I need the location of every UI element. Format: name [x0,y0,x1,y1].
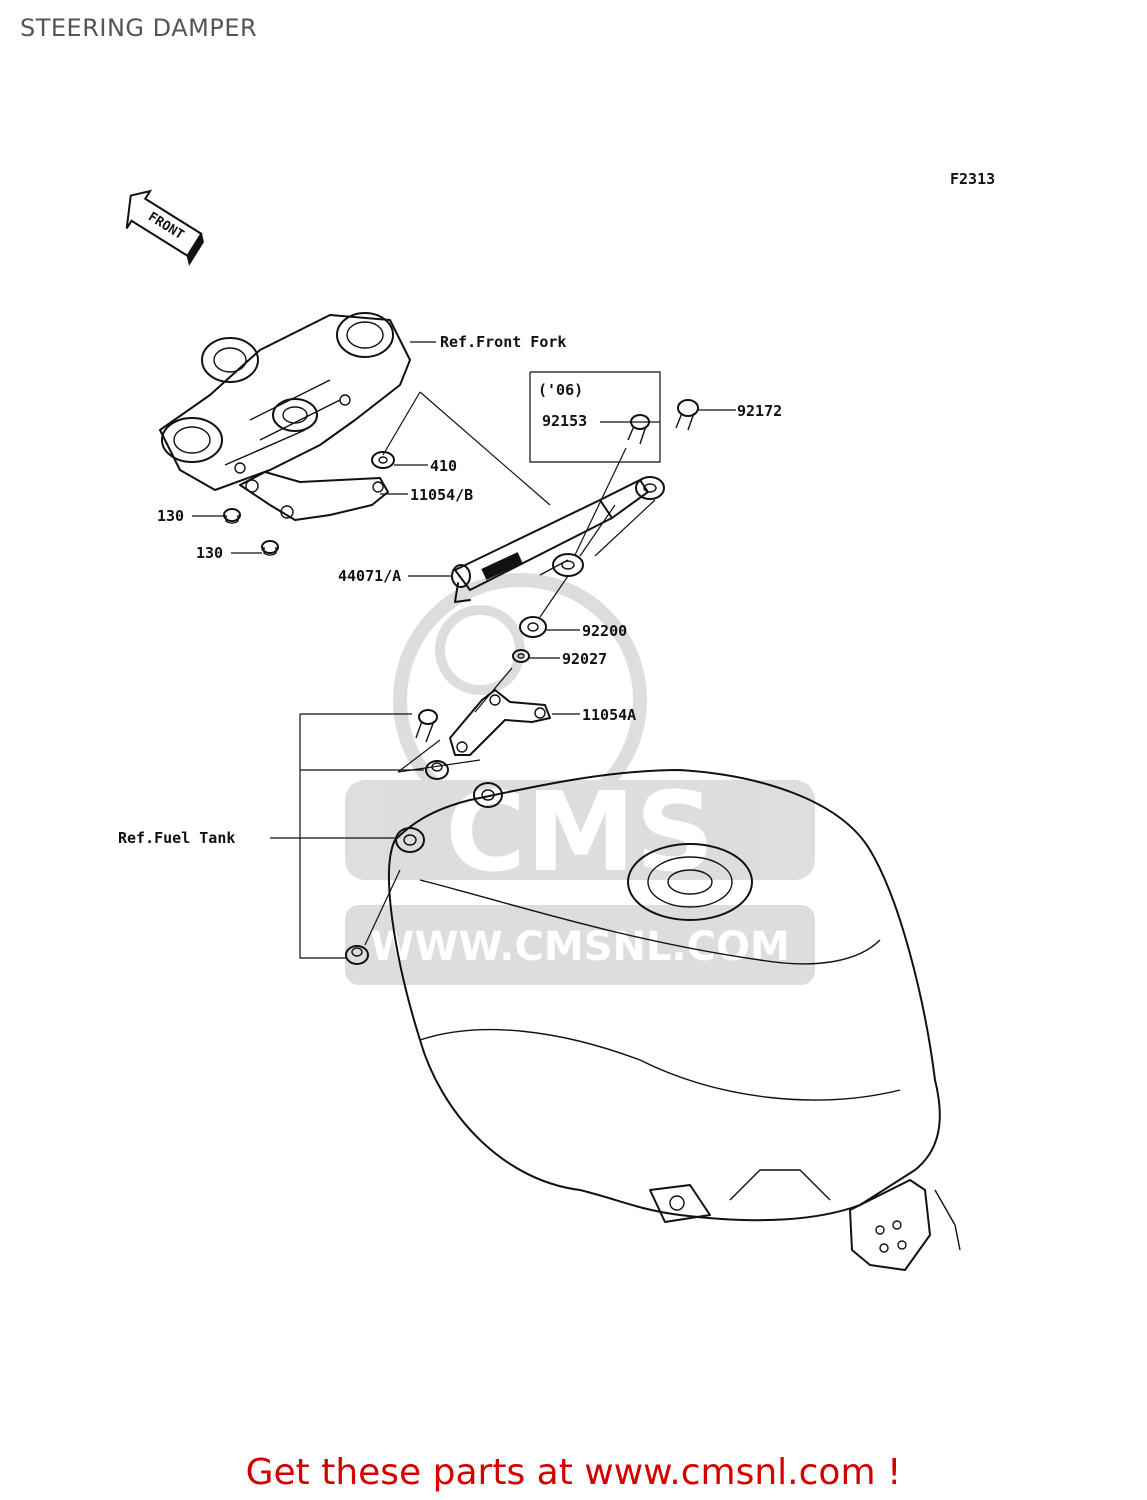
label-ref-front-fork: Ref.Front Fork [440,333,566,351]
bolt-130-a [223,508,241,524]
label-130-b: 130 [196,544,223,562]
label-130-a: 130 [157,507,184,525]
figure-code: F2313 [950,170,995,188]
bolt-tank-mount [415,709,438,743]
leader-lines [192,341,736,959]
front-arrow-icon: FRONT [125,189,204,266]
fuel-tank [388,769,961,1271]
label-92153: 92153 [542,412,587,430]
label-92200: 92200 [582,622,627,640]
bolt-92172 [675,399,699,431]
bolt-92153 [627,414,650,445]
washer-410 [371,451,395,469]
label-44071a: 44071/A [338,567,401,585]
upper-triple-clamp [159,312,411,491]
grommet-lower [345,945,369,965]
bolt-130-b [261,540,279,556]
label-ref-fuel-tank: Ref.Fuel Tank [118,829,235,847]
label-11054b: 11054/B [410,486,473,504]
steering-damper-44071a [451,476,665,603]
footer-promo-link[interactable]: Get these parts at www.cmsnl.com ! [245,1452,902,1493]
label-92027: 92027 [562,650,607,668]
label-410: 410 [430,457,457,475]
bracket-11054b [239,471,389,521]
collar-92200 [519,616,547,638]
watermark-url: WWW.CMSNL.COM [370,924,790,970]
washer-92027 [512,649,530,663]
label-year-note: ('06) [538,381,583,399]
label-92172: 92172 [737,402,782,420]
label-11054a: 11054A [582,706,636,724]
watermark-brand: CMS [445,768,714,896]
watermark-logo: CMS WWW.CMSNL.COM [345,573,815,985]
page-title: STEERING DAMPER [20,14,258,42]
bracket-11054a [449,689,551,756]
